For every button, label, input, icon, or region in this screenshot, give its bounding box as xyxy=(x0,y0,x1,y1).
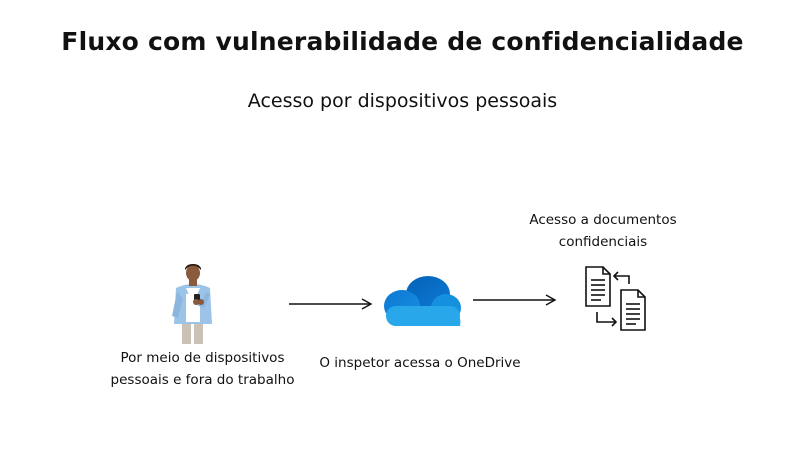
arrow-2 xyxy=(473,294,557,306)
step-1-label: Por meio de dispositivos pessoais e fora… xyxy=(110,350,295,388)
step-2-label: O inspetor acessa o OneDrive xyxy=(319,355,521,371)
step-3-label: Acesso a documentos confidenciais xyxy=(529,212,677,250)
documents-exchange-icon xyxy=(585,266,646,331)
arrow-1 xyxy=(289,298,373,310)
diagram-subtitle: Acesso por dispositivos pessoais xyxy=(247,90,558,112)
diagram-title: Fluxo com vulnerabilidade de confidencia… xyxy=(61,27,744,56)
onedrive-cloud-icon xyxy=(384,276,461,326)
person-phone-icon xyxy=(172,264,212,344)
